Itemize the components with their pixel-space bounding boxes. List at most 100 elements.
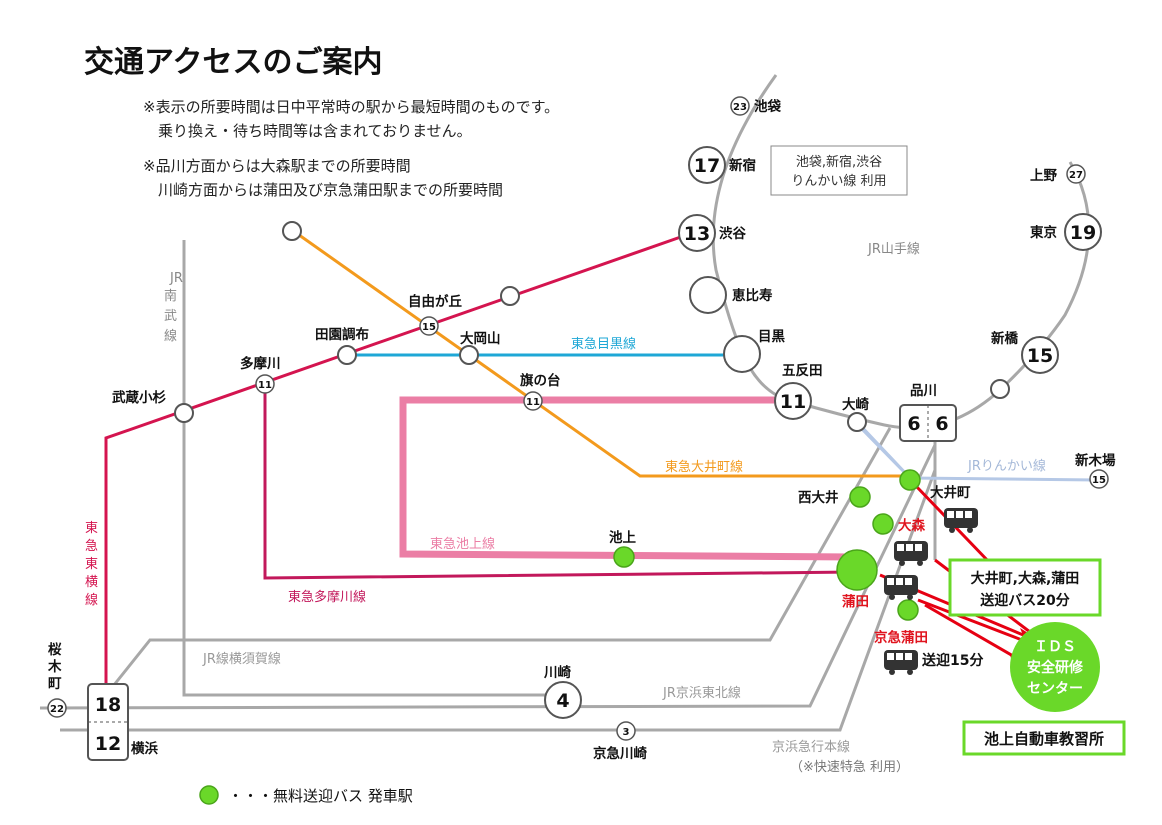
min-tamagawa: 11	[258, 380, 272, 391]
min-shimbashi: 15	[1027, 345, 1053, 367]
station-dot-ookayama	[459, 345, 479, 365]
min-gotanda: 11	[780, 391, 806, 413]
min-ueno: 27	[1069, 170, 1083, 181]
name-keikyu-kawasaki: 京急川崎	[593, 745, 647, 762]
ids-center-line-1: ＩＤＳ	[1034, 639, 1076, 655]
name-kawasaki: 川崎	[543, 664, 572, 681]
name-ikebukuro: 池袋	[754, 98, 782, 115]
svg-text:急: 急	[85, 539, 98, 554]
name-meguro: 目黒	[758, 329, 786, 345]
min-sakuragicho: 22	[50, 704, 64, 715]
label-tamagawa: 東急多摩川線	[288, 589, 366, 605]
page-title: 交通アクセスのご案内	[84, 45, 383, 80]
min-kawasaki: 4	[556, 690, 569, 712]
label-oimachi: 東急大井町線	[665, 459, 743, 475]
min-hatanodai: 11	[526, 397, 540, 408]
ids-center-circle	[1010, 622, 1100, 712]
name-omori: 大森	[898, 517, 926, 534]
tamagawa-line	[263, 380, 856, 580]
note-line-3: ※品川方面からは大森駅までの所要時間	[143, 157, 411, 175]
station-circle-keikyu-kawasaki	[616, 721, 636, 741]
name-nishioi: 西大井	[798, 489, 839, 506]
svg-text:桜: 桜	[48, 641, 62, 658]
bus-icon	[884, 650, 918, 675]
station-circle-tokyo	[1064, 213, 1102, 251]
station-circle-shibuya	[678, 214, 716, 252]
name-ookayama: 大岡山	[460, 330, 501, 347]
min-tokyo: 19	[1070, 222, 1096, 244]
station-dot-oimachi-end	[282, 221, 302, 241]
bus-icon	[944, 508, 978, 533]
station-circle-shinkiba	[1089, 469, 1109, 489]
label-keihin-tohoku: JR京浜東北線	[662, 685, 741, 701]
name-shinagawa: 品川	[910, 383, 937, 399]
label-ikegami: 東急池上線	[430, 536, 495, 552]
name-shibuya: 渋谷	[719, 225, 747, 242]
shuttle-dot-nishioi	[849, 486, 871, 508]
yokosuka-line	[108, 427, 892, 691]
note-line-4: 川崎方面からは蒲田及び京急蒲田駅までの所要時間	[143, 181, 503, 199]
station-circle-tamagawa	[255, 374, 275, 394]
min-yokohama-b: 12	[95, 733, 121, 755]
min-shinagawa-a: 6	[907, 413, 920, 435]
label-nambu-1: JR	[169, 271, 183, 286]
shuttle-dot-keikyu-kamata	[897, 599, 919, 621]
keihin-tohoku-line	[39, 444, 937, 710]
station-circle-hatanodai	[523, 391, 543, 411]
shuttle-dot-ikegami	[613, 546, 635, 568]
svg-text:横: 横	[85, 575, 98, 590]
shuttle-stations	[613, 469, 921, 621]
name-tamagawa: 多摩川	[240, 355, 281, 372]
name-hatanodai: 旗の台	[520, 372, 561, 389]
school-name: 池上自動車教習所	[984, 730, 1104, 748]
min-keikyu-kawasaki: 3	[623, 727, 630, 738]
name-tokyo: 東京	[1030, 224, 1057, 241]
station-circle-gotanda	[774, 382, 812, 420]
svg-text:東: 東	[85, 556, 98, 572]
station-dot-shinagawa-tamachi	[990, 379, 1010, 399]
svg-text:線: 線	[164, 328, 177, 344]
legend: ・・・無料送迎バス 発車駅	[199, 785, 413, 805]
min-yokohama-a: 18	[95, 694, 121, 716]
station-circle-sakuragicho	[47, 698, 67, 718]
station-dot-denenchofu	[337, 345, 357, 365]
stations	[174, 221, 1010, 432]
svg-text:南: 南	[164, 288, 177, 304]
shuttle-info-line-2: 送迎バス20分	[979, 592, 1069, 609]
station-dot-meguro	[723, 335, 761, 373]
note-line-1: ※表示の所要時間は日中平常時の駅から最短時間のものです。	[143, 98, 559, 116]
name-ikegami: 池上	[609, 529, 637, 546]
min-shibuya: 13	[684, 223, 710, 245]
svg-text:武: 武	[164, 309, 177, 324]
yamanote-line	[711, 74, 1091, 430]
shuttle-dot-oimachi	[899, 469, 921, 491]
min-shinjuku: 17	[694, 155, 720, 177]
name-shinjuku: 新宿	[729, 157, 756, 174]
min-jiyugaoka: 15	[422, 322, 436, 333]
station-dot-osaki	[847, 412, 867, 432]
min-ikebukuro: 23	[733, 102, 747, 113]
shuttle-dot-kamata	[836, 549, 878, 591]
keikyu-shuttle-label: 送迎15分	[921, 652, 983, 669]
oimachi-line	[291, 228, 910, 478]
label-meguro: 東急目黒線	[571, 336, 636, 352]
name-shinkiba: 新木場	[1075, 452, 1116, 469]
name-musashikosugi: 武蔵小杉	[112, 389, 166, 406]
name-denenchofu: 田園調布	[315, 326, 369, 343]
label-yamanote: JR山手線	[867, 241, 920, 257]
bus-icon	[894, 541, 928, 566]
station-circle-kawasaki	[544, 681, 582, 719]
name-oimachi: 大井町	[930, 484, 971, 501]
name-osaki: 大崎	[842, 396, 870, 413]
note-line-2: 乗り換え・待ち時間等は含まれておりません。	[143, 122, 472, 140]
name-ueno: 上野	[1030, 168, 1058, 184]
name-yokohama: 横浜	[131, 740, 158, 757]
shuttle-info-box	[948, 558, 1102, 617]
station-circle-ikebukuro	[730, 96, 750, 116]
label-rinkai: JRりんかい線	[967, 458, 1046, 474]
shuttle-dot-omori	[872, 513, 894, 535]
station-circle-shimbashi	[1021, 336, 1059, 374]
school-name-box	[962, 720, 1126, 756]
